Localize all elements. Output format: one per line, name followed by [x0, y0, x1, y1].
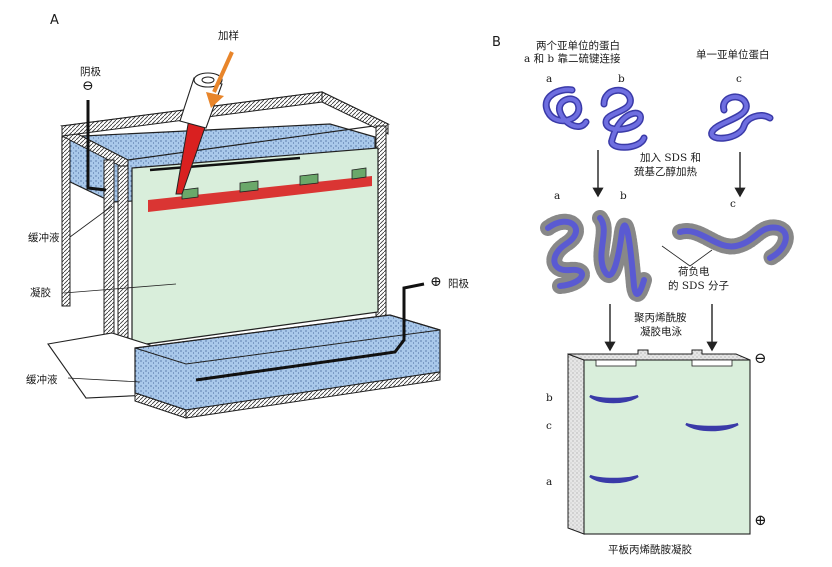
anode-wire — [195, 282, 425, 382]
label-sample-loading: 加样 — [218, 30, 239, 42]
slab-gel-front — [583, 359, 751, 535]
cathode-wire — [86, 100, 107, 192]
label-page-2: 凝胶电泳 — [640, 326, 682, 338]
frame-post-left-back — [61, 125, 71, 307]
label-anode: 阳极 — [448, 278, 469, 290]
band-c — [685, 422, 739, 432]
label-b-denatured: b — [620, 190, 627, 202]
label-two-subunit-2: a 和 b 靠二硫键连接 — [524, 53, 621, 65]
gel-slab — [131, 147, 379, 347]
label-buffer-upper: 缓冲液 — [28, 232, 60, 244]
protein-c-denatured — [677, 224, 789, 261]
slab-gel-top — [567, 349, 751, 361]
slab-gel-side — [567, 353, 585, 535]
band-a — [589, 474, 639, 484]
label-b-native: b — [618, 73, 625, 85]
label-gel: 凝胶 — [30, 287, 51, 299]
cathode-sign-a: ⊖ — [82, 78, 94, 94]
gel-wells — [181, 167, 367, 200]
label-charge-2: 的 SDS 分子 — [668, 280, 729, 292]
leader-sds — [689, 249, 713, 267]
protein-a-denatured — [545, 218, 585, 289]
leader-gel — [63, 283, 177, 294]
label-a-denatured: a — [554, 190, 561, 202]
loading-arrow-head — [206, 92, 224, 108]
band-b — [589, 394, 639, 404]
panel-b-diagram — [540, 86, 794, 535]
leader-buffer-upper — [69, 205, 113, 238]
label-c-native: c — [736, 73, 742, 85]
label-one-subunit: 单一亚单位蛋白 — [696, 49, 770, 61]
label-treat-1: 加入 SDS 和 — [640, 152, 701, 164]
label-c-denatured: c — [730, 198, 736, 210]
label-two-subunit-1: 两个亚单位的蛋白 — [536, 40, 620, 52]
panel-b-letter: B — [492, 35, 501, 50]
label-treat-2: 巯基乙醇加热 — [634, 166, 697, 178]
lower-tank-wall-right — [185, 371, 441, 419]
well-right — [691, 359, 733, 367]
well-left — [595, 359, 637, 367]
panel-a-apparatus — [47, 51, 441, 419]
band-label-b: b — [546, 392, 553, 404]
sample-layer — [148, 176, 372, 212]
band-label-c: c — [546, 420, 552, 432]
leader-buffer-lower — [67, 377, 141, 383]
label-slab-caption: 平板丙烯酰胺凝胶 — [608, 544, 692, 556]
label-a-native: a — [546, 73, 553, 85]
label-charge-1: 荷负电 — [678, 266, 710, 278]
loading-arrow — [212, 51, 234, 93]
band-label-a: a — [546, 476, 553, 488]
lower-tank-rim — [134, 314, 441, 365]
plus-sign-b: ⊕ — [754, 511, 767, 529]
protein-b-denatured — [597, 215, 647, 297]
label-cathode: 阴极 — [80, 66, 101, 78]
anode-sign-a: ⊕ — [430, 274, 442, 290]
panel-a-letter: A — [50, 13, 59, 28]
label-buffer-lower: 缓冲液 — [26, 374, 58, 386]
minus-sign-b: ⊖ — [754, 349, 767, 367]
leader-sds-2 — [661, 245, 691, 267]
label-page-1: 聚丙烯酰胺 — [634, 312, 687, 324]
upper-electrode — [149, 156, 301, 172]
